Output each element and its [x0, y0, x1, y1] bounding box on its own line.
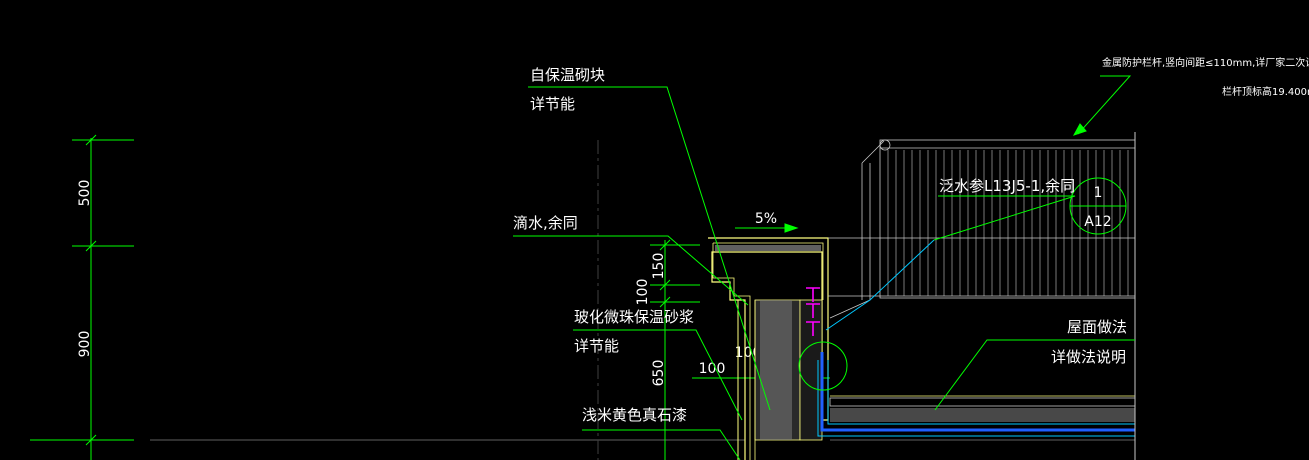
- coping-inner: [712, 242, 824, 460]
- anchor-bolts: [806, 287, 820, 336]
- dimension-900: 900: [77, 331, 93, 358]
- label-stone-paint: 浅米黄色真石漆: [582, 406, 687, 424]
- flashing-leader-cyan: [825, 239, 935, 331]
- detail-callout: [1069, 177, 1127, 235]
- label-insulation-block: 自保温砌块: [530, 66, 605, 84]
- dimension-100-a: 100: [699, 361, 726, 377]
- label-railing-note: 金属防护栏杆,竖向间距≤110mm,详厂家二次设计: [1102, 56, 1309, 69]
- callout-number: 1: [1094, 185, 1103, 201]
- label-roof-method: 屋面做法: [1067, 318, 1127, 336]
- dimension-150: 150: [651, 253, 667, 280]
- concrete-core: [799, 299, 823, 441]
- dimension-100-vertical: 100: [635, 279, 651, 306]
- label-drip: 滴水,余同: [513, 214, 578, 232]
- label-insulation-block-ref: 详节能: [530, 95, 575, 113]
- dimension-500: 500: [77, 180, 93, 207]
- slope-arrow: [735, 223, 799, 233]
- block-wall-hatch: [760, 300, 792, 440]
- label-vitrified-mortar-ref: 详节能: [574, 337, 619, 355]
- flashing-detail-circle: [798, 341, 848, 391]
- leader-lines: [513, 75, 1135, 460]
- left-dimension-chain: [30, 134, 134, 460]
- label-flashing: 泛水参L13J5-1,余同: [939, 177, 1075, 195]
- waterproof-flashing: [817, 352, 1135, 437]
- cap-insulation-hatch: [715, 245, 821, 251]
- roof-buildup: [829, 395, 1136, 422]
- label-roof-method-ref: 详做法说明: [1051, 348, 1126, 366]
- label-vitrified-mortar: 玻化微珠保温砂浆: [574, 308, 694, 326]
- dimension-650: 650: [651, 360, 667, 387]
- parapet-section: [708, 237, 829, 460]
- label-railing-height: 栏杆顶标高19.400m: [1222, 85, 1309, 98]
- slope-label: 5%: [755, 211, 777, 227]
- callout-sheet: A12: [1084, 214, 1111, 230]
